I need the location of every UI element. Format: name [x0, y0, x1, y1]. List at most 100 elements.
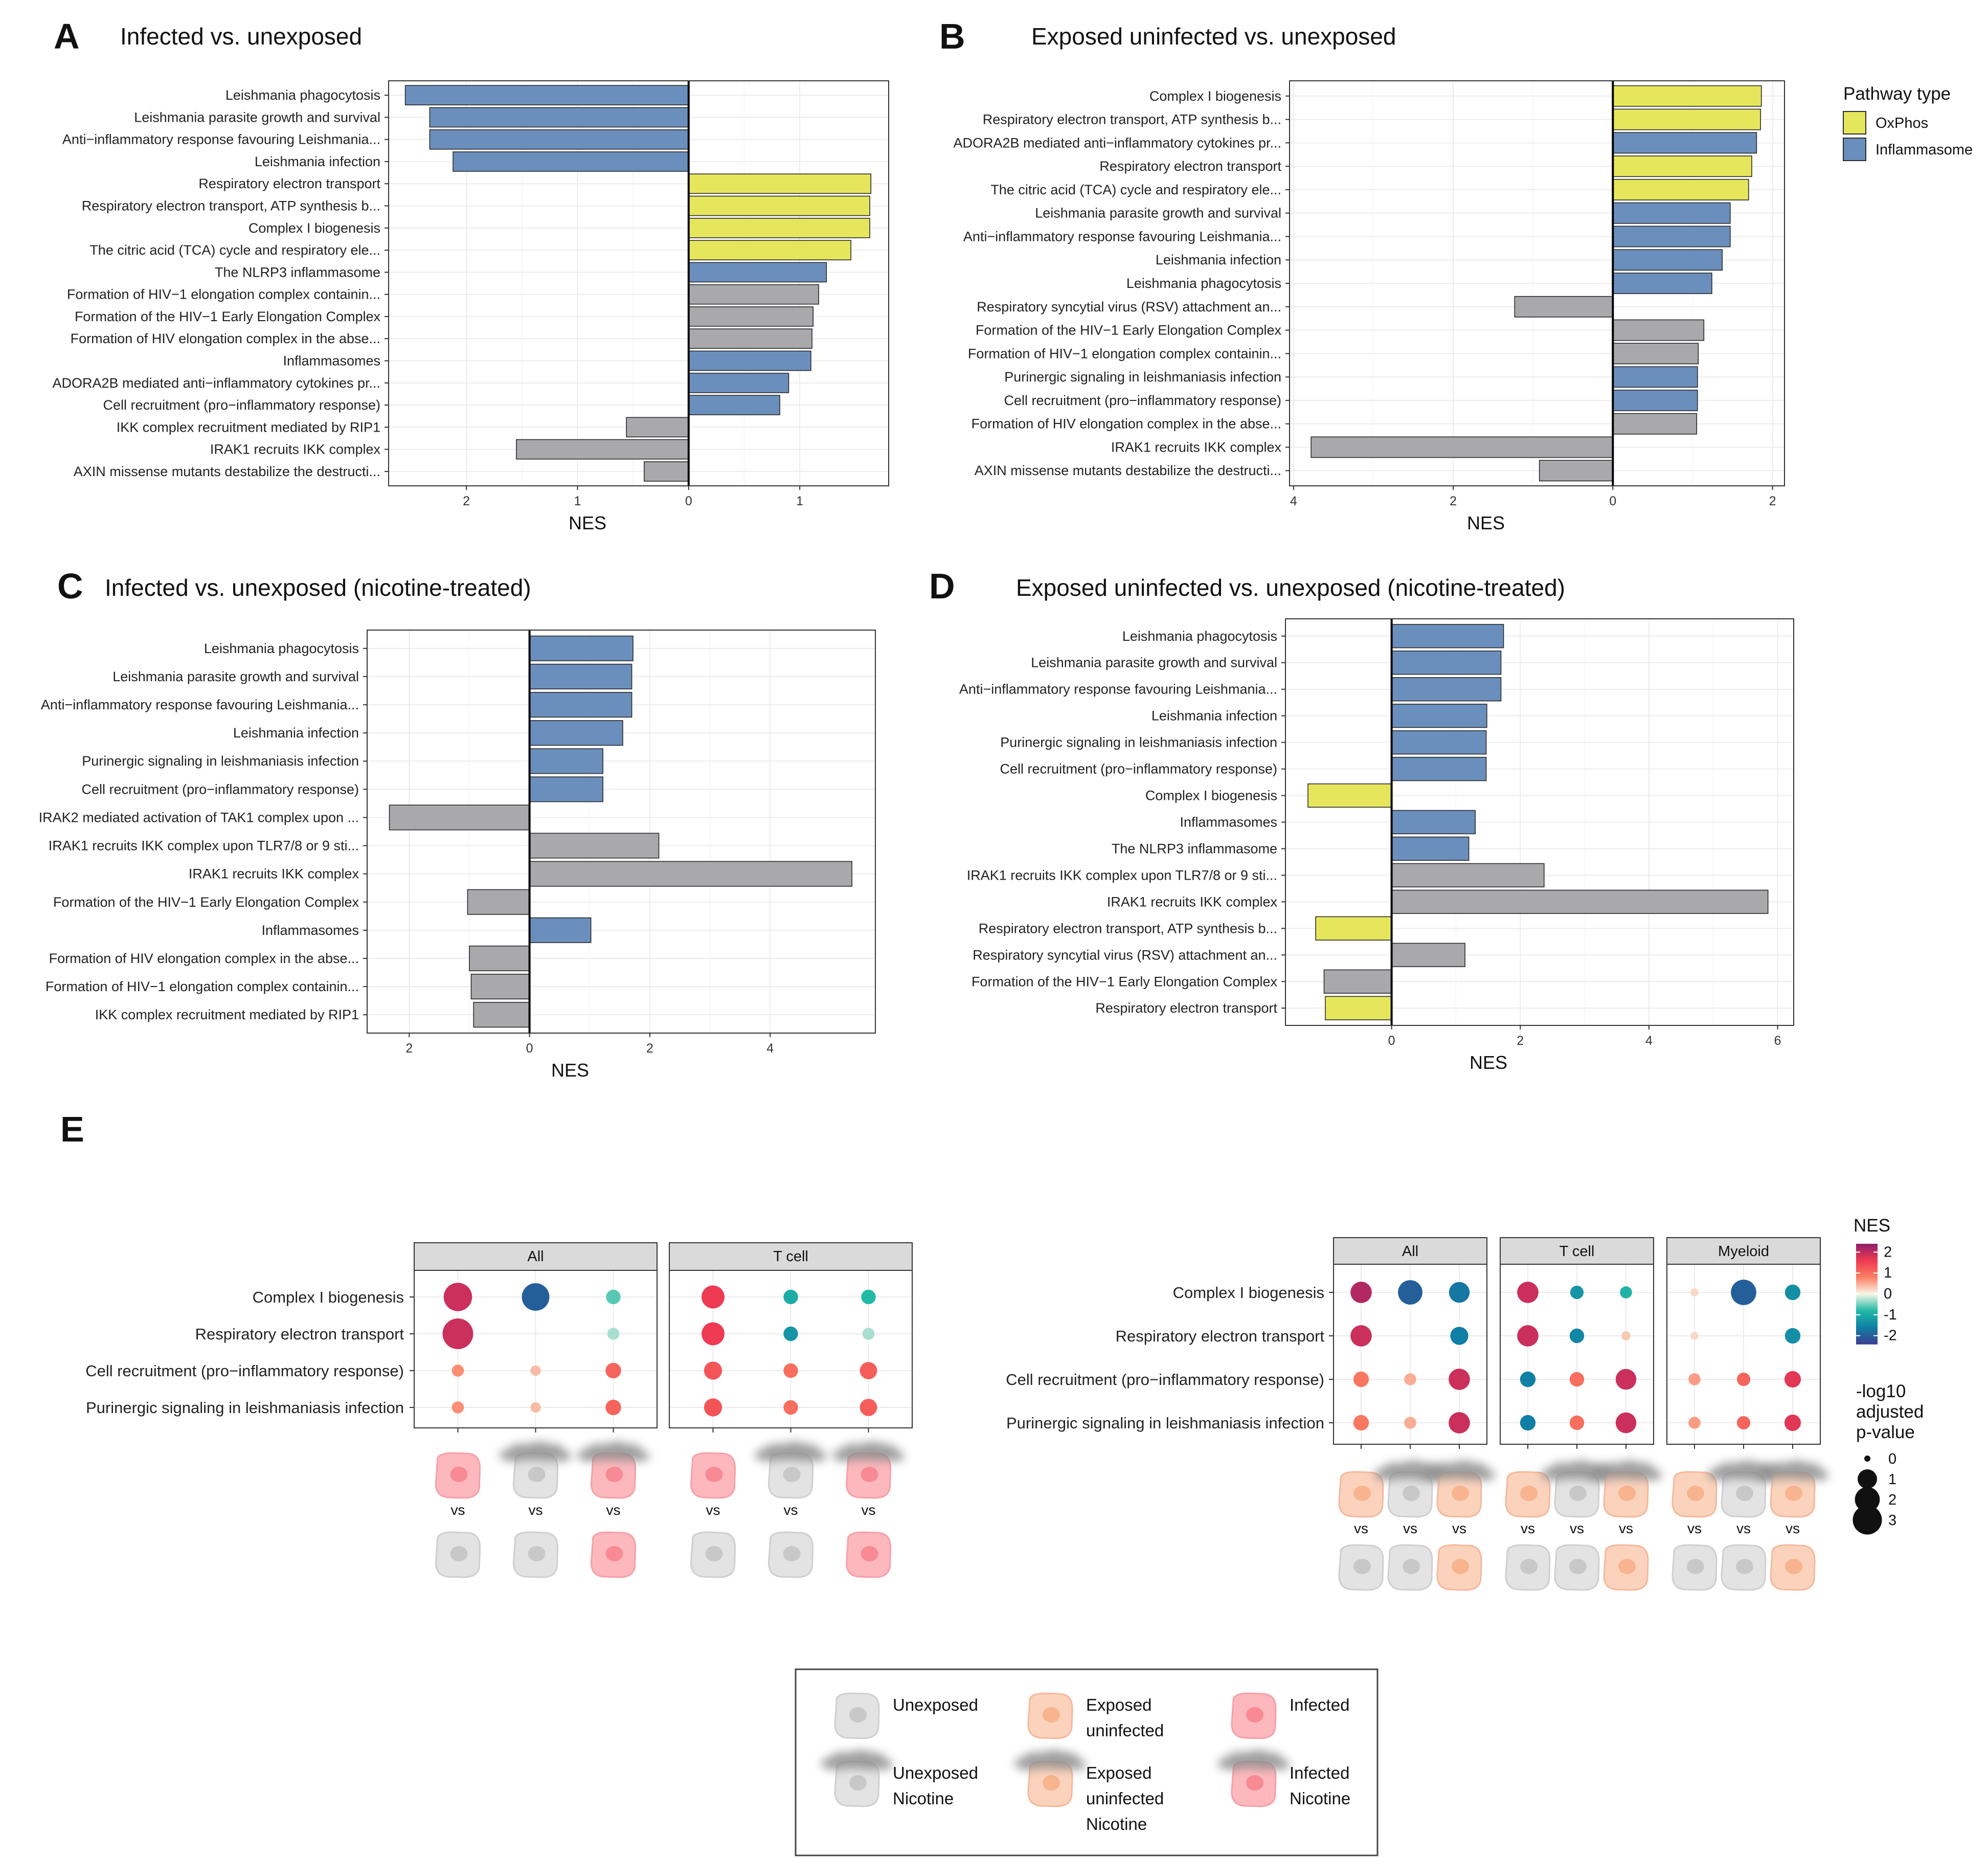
bar — [1391, 756, 1487, 781]
cell-icon — [512, 1531, 559, 1578]
colorbar-segment — [1856, 1310, 1878, 1313]
colorbar-segment — [1856, 1248, 1878, 1251]
cell-icon — [834, 1692, 880, 1739]
colorbar-segment — [1856, 1330, 1878, 1333]
bar — [1612, 85, 1762, 107]
category-label: IRAK1 recruits IKK complex upon TLR7/8 o… — [49, 838, 359, 854]
cell-icon — [1505, 1471, 1551, 1518]
dot — [1688, 1373, 1701, 1385]
dot — [862, 1328, 875, 1340]
cell-icon — [577, 1442, 649, 1499]
dot — [530, 1365, 541, 1376]
term-label: Cell recruitment (pro−inflammatory respo… — [85, 1362, 404, 1380]
cell-icon — [435, 1531, 481, 1578]
colorbar-segment — [1856, 1245, 1878, 1248]
vs-label: vs — [1452, 1520, 1466, 1536]
colorbar-segment — [1856, 1332, 1878, 1335]
colorbar-segment — [1856, 1314, 1878, 1316]
term-label: Respiratory electron transport — [195, 1325, 404, 1343]
category-label: Formation of HIV elongation complex in t… — [71, 331, 380, 346]
cell-nucleus — [1452, 1559, 1469, 1574]
smoke-puff — [1228, 1752, 1249, 1762]
panel-title: Infected vs. unexposed — [120, 23, 362, 50]
vs-label: vs — [1786, 1520, 1800, 1536]
category-label: Anti−inflammatory response favouring Lei… — [959, 682, 1277, 697]
cell-nucleus — [1618, 1559, 1636, 1574]
legend-title: Pathway type — [1843, 84, 1951, 104]
cell-icon — [845, 1531, 892, 1578]
panel-label: C — [57, 566, 83, 606]
dot — [1690, 1332, 1699, 1340]
dot — [1449, 1412, 1470, 1434]
category-label: Complex I biogenesis — [1145, 788, 1277, 803]
cell-nucleus — [1246, 1775, 1263, 1790]
bar — [1391, 624, 1504, 648]
colorbar-segment — [1856, 1282, 1878, 1285]
cell-nucleus — [1520, 1486, 1538, 1501]
term-label: Complex I biogenesis — [253, 1288, 404, 1306]
vs-label: vs — [451, 1502, 465, 1518]
x-tick-label: 0 — [526, 1041, 533, 1056]
cell-legend-label: Unexposed — [893, 1763, 978, 1782]
dot — [1731, 1280, 1756, 1305]
bar — [1323, 969, 1392, 994]
x-axis-title: NES — [1467, 512, 1505, 533]
cell-icon — [1505, 1544, 1551, 1591]
category-label: Formation of HIV−1 elongation complex co… — [67, 287, 380, 302]
bar — [1612, 319, 1705, 341]
bar — [1391, 651, 1502, 675]
colorbar-segment — [1856, 1260, 1878, 1263]
category-label: IRAK2 mediated activation of TAK1 comple… — [39, 810, 359, 825]
category-label: Leishmania infection — [1156, 252, 1281, 267]
smoke-icon — [1757, 1461, 1828, 1481]
category-label: Formation of HIV elongation complex in t… — [972, 416, 1281, 432]
dot — [451, 1364, 464, 1377]
dot — [522, 1283, 550, 1311]
cell-icon — [690, 1452, 736, 1499]
pvalue-legend-title: -log10 — [1856, 1381, 1906, 1401]
cell-legend-label: Nicotine — [1086, 1815, 1147, 1833]
bar — [1612, 273, 1712, 294]
legend-swatch — [1843, 111, 1866, 135]
colorbar-segment — [1856, 1339, 1878, 1341]
cell-nucleus — [1785, 1486, 1802, 1501]
x-tick-label: 2 — [463, 494, 470, 508]
category-label: Formation of HIV−1 elongation complex co… — [968, 346, 1281, 361]
bar — [688, 284, 819, 305]
x-tick-label: 0 — [1388, 1034, 1395, 1048]
panel-label: A — [54, 16, 80, 56]
smoke-puff — [1025, 1752, 1045, 1762]
colorbar-segment — [1856, 1269, 1878, 1271]
smoke-puff — [1718, 1463, 1738, 1473]
category-label: Formation of the HIV−1 Early Elongation … — [75, 309, 381, 324]
panel-label: D — [929, 566, 955, 606]
cell-nucleus — [1520, 1559, 1538, 1574]
cell-icon — [755, 1442, 827, 1499]
colorbar-segment — [1856, 1275, 1878, 1278]
dot — [605, 1399, 621, 1416]
dot — [1620, 1286, 1632, 1299]
pvalue-legend-title: adjusted — [1856, 1402, 1924, 1422]
bar — [1612, 389, 1698, 411]
smoke-puff — [1600, 1463, 1621, 1473]
cell-nucleus — [605, 1467, 623, 1482]
cell-legend-label: uninfected — [1086, 1789, 1164, 1808]
bar — [516, 439, 689, 460]
dot — [442, 1318, 473, 1349]
panel-title: Exposed uninfected vs. unexposed — [1031, 23, 1396, 50]
category-label: Leishmania infection — [1151, 708, 1277, 724]
bar — [1612, 249, 1723, 271]
smoke-puff — [1767, 1463, 1788, 1473]
category-label: Leishmania phagocytosis — [1122, 629, 1277, 644]
dot — [860, 1399, 877, 1416]
cell-nucleus — [528, 1467, 546, 1482]
cell-legend-label: Exposed — [1086, 1763, 1151, 1782]
colorbar-segment — [1856, 1329, 1878, 1331]
legend-swatch — [1843, 138, 1866, 161]
